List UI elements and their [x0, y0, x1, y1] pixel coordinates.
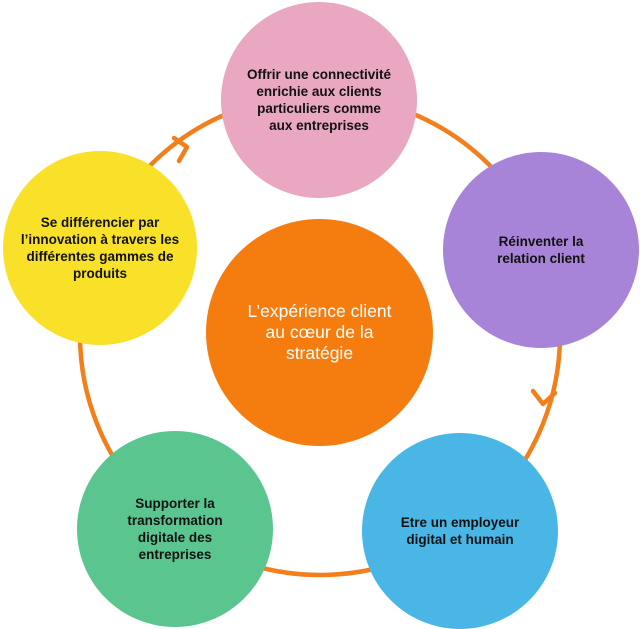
node-digital-transformation: Supporter la transformation digitale des… — [77, 431, 273, 627]
node-innovation-label: Se différencier par l’innovation à trave… — [20, 215, 180, 281]
center-node: L’expérience client au cœur de la straté… — [206, 219, 433, 446]
node-digital-transformation-label: Supporter la transformation digitale des… — [127, 496, 223, 562]
node-innovation: Se différencier par l’innovation à trave… — [3, 151, 197, 345]
center-node-label: L’expérience client au cœur de la straté… — [247, 301, 392, 363]
node-customer-relationship-label: Réinventer la relation client — [497, 234, 585, 266]
cycle-arrow-top-left — [171, 135, 190, 164]
node-digital-employer: Etre un employeur digital et humain — [362, 433, 558, 629]
node-digital-employer-label: Etre un employeur digital et humain — [400, 515, 520, 547]
cycle-arrow-right — [530, 388, 558, 407]
node-connectivity: Offrir une connectivité enrichie aux cli… — [221, 2, 417, 198]
node-customer-relationship: Réinventer la relation client — [443, 152, 639, 348]
node-connectivity-label: Offrir une connectivité enrichie aux cli… — [246, 67, 392, 133]
